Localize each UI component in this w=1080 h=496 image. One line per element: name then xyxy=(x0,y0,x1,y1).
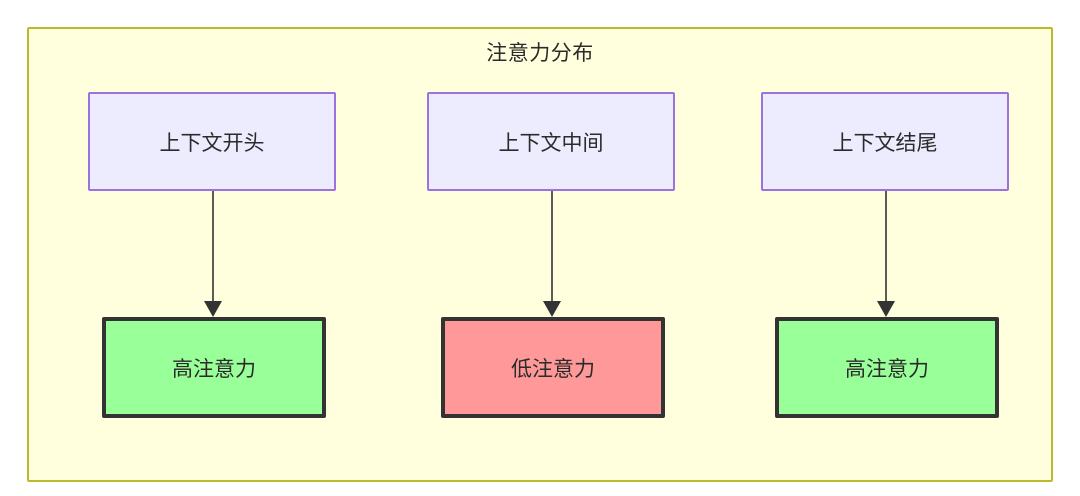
node-label: 低注意力 xyxy=(511,357,595,381)
node-label: 高注意力 xyxy=(172,357,256,381)
node-label: 高注意力 xyxy=(845,357,929,381)
subgraph-title: 注意力分布 xyxy=(486,42,594,65)
node-attention-high-end[interactable]: 高注意力 xyxy=(775,317,999,418)
node-context-middle[interactable]: 上下文中间 xyxy=(427,92,675,191)
node-label: 上下文中间 xyxy=(498,131,604,155)
node-attention-low-middle[interactable]: 低注意力 xyxy=(441,317,665,418)
node-label: 上下文开头 xyxy=(159,131,265,155)
node-context-start[interactable]: 上下文开头 xyxy=(88,92,336,191)
node-attention-high-start[interactable]: 高注意力 xyxy=(102,317,326,418)
node-context-end[interactable]: 上下文结尾 xyxy=(761,92,1009,191)
node-label: 上下文结尾 xyxy=(832,131,938,155)
